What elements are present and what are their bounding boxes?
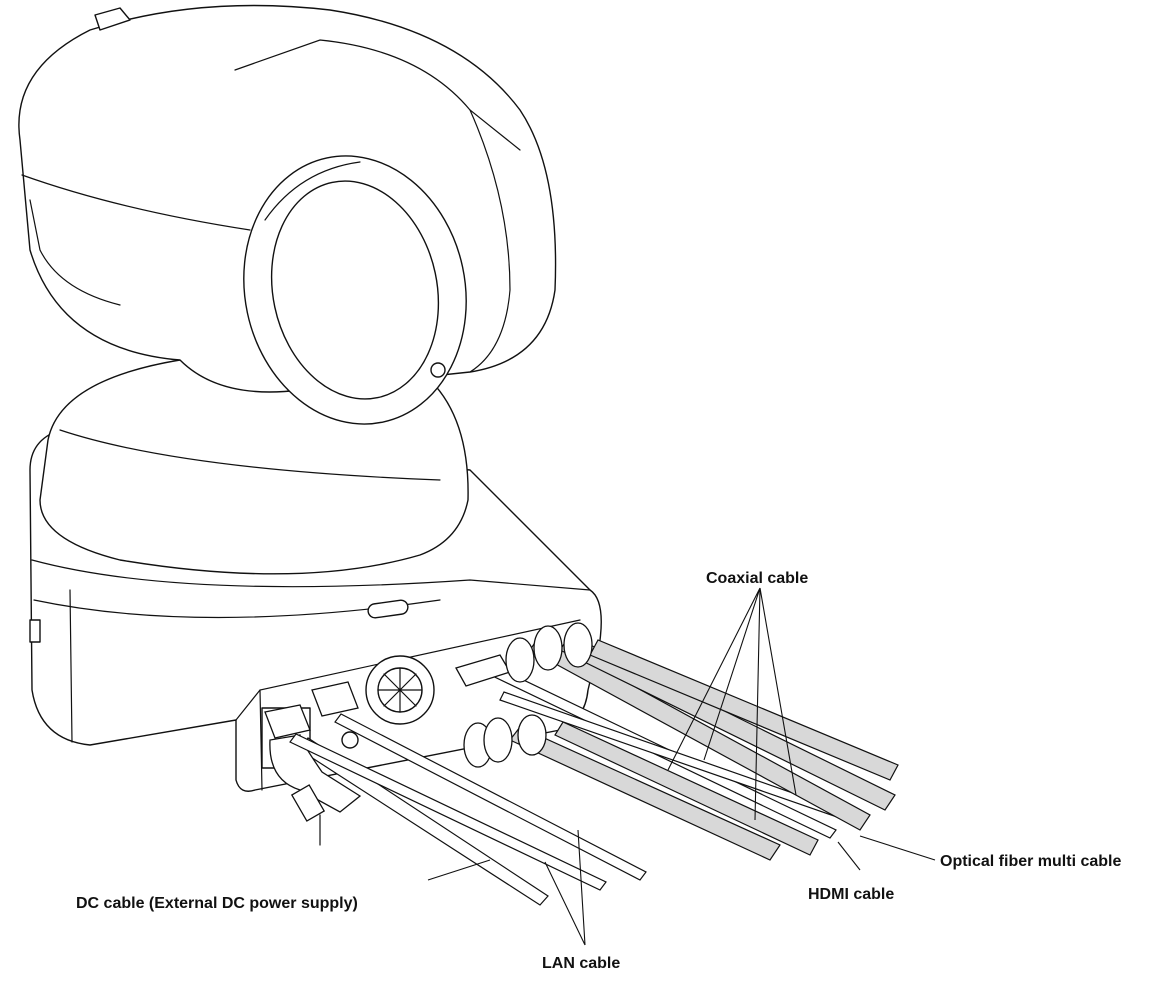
leader-lines — [427, 587, 936, 946]
cables — [264, 622, 899, 906]
optical-fiber-label: Optical fiber multi cable — [940, 853, 1121, 870]
lan-cable-label: LAN cable — [542, 955, 620, 972]
coaxial-leader — [667, 587, 797, 821]
lan-leader — [544, 829, 586, 946]
hdmi-leader — [837, 841, 861, 871]
coaxial-cable-label: Coaxial cable — [706, 570, 808, 587]
dc-cable-label: DC cable (External DC power supply) — [76, 895, 358, 912]
hdmi-cable-label: HDMI cable — [808, 886, 894, 903]
dc-leader — [427, 859, 491, 881]
optical-leader — [859, 835, 936, 861]
camera-head — [18, 4, 557, 575]
